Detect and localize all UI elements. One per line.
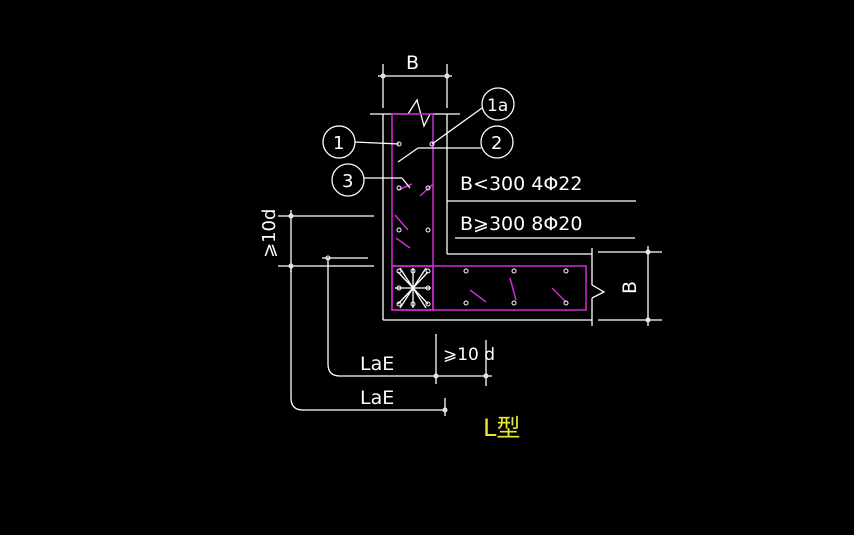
dim-10d-left-label: ⩾10d (259, 209, 280, 258)
callout-2 (397, 125, 514, 163)
shape-title: L型 (483, 414, 520, 442)
rebar-cage (391, 113, 587, 311)
lae-lower-label: LaE (360, 387, 394, 409)
lae-upper-label: LaE (360, 353, 394, 375)
dimension-10d-left (278, 210, 374, 272)
dimension-right (598, 246, 662, 326)
rebar-dots (396, 141, 569, 307)
anchorage-lines (290, 255, 492, 416)
note-leaders (447, 200, 636, 239)
note-b-lt-300: B<300 4Φ22 (460, 173, 582, 195)
callout-1 (322, 125, 400, 159)
callout-1a-label: 1a (487, 96, 508, 116)
callout-3 (331, 163, 411, 197)
callout-2-label: 2 (491, 133, 502, 154)
note-b-ge-300: B⩾300 8Φ20 (460, 213, 582, 235)
dim-10d-bottom-label: ⩾10 d (443, 345, 495, 365)
dimension-top (378, 64, 452, 108)
corner-ties (395, 267, 431, 309)
callout-3-label: 3 (342, 171, 353, 192)
callout-1-label: 1 (333, 133, 344, 154)
dim-b-right-label: B (619, 281, 641, 294)
callout-1a (431, 87, 515, 145)
dim-b-top-label: B (406, 52, 419, 74)
